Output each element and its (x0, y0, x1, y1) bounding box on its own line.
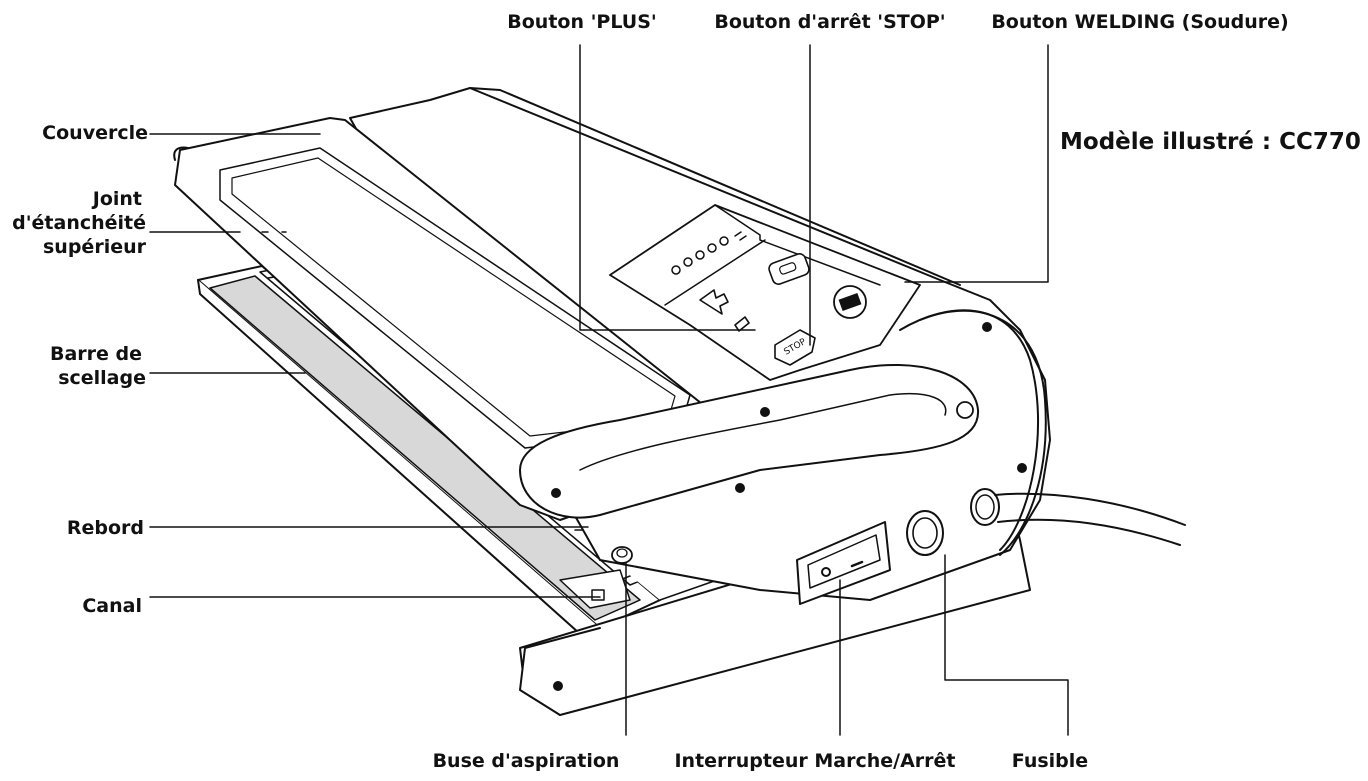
stop-button-label: Bouton d'arrêt 'STOP' (714, 11, 946, 33)
indicator-leds (671, 231, 747, 275)
upper-seal-label-line2: d'étanchéité (12, 212, 146, 234)
power-cord (970, 488, 1186, 546)
sealing-bar-label-line2: scellage (58, 367, 146, 389)
suction-nozzle (611, 546, 633, 564)
upper-seal-label-line1: Joint (92, 188, 142, 210)
plus-button-label: Bouton 'PLUS' (507, 11, 657, 33)
lid-handle[interactable] (519, 363, 980, 519)
sealing-bar (209, 275, 641, 621)
fuse-label: Fusible (1011, 750, 1089, 772)
suction-nozzle-label: Buse d'aspiration (432, 750, 620, 772)
leader-welding (904, 44, 1049, 283)
plus-button-icon (699, 289, 729, 315)
welding-button[interactable] (833, 285, 867, 319)
stop-button[interactable]: STOP (774, 329, 816, 366)
upper-seal-label-line3: supérieur (43, 236, 146, 258)
power-switch[interactable] (796, 521, 891, 605)
control-panel: STOP (609, 204, 921, 381)
sealing-bar-label-line1: Barre de (49, 343, 142, 365)
cancel-button[interactable] (767, 252, 810, 286)
leader-fuse (944, 554, 1069, 736)
rim-label: Rebord (66, 517, 144, 539)
fuse-holder[interactable] (906, 510, 944, 556)
rear-housing (349, 87, 1051, 601)
minus-arrow-icon (734, 316, 750, 332)
lid-label: Couvercle (42, 122, 148, 144)
leader-plus (579, 44, 756, 331)
power-switch-label: Interrupteur Marche/Arrêt (674, 750, 956, 772)
housing-screws (553, 322, 1027, 691)
welding-button-label: Bouton WELDING (Soudure) (991, 11, 1289, 33)
leader-lines (149, 44, 1069, 736)
channel-label: Canal (82, 595, 142, 617)
model-label: Modèle illustré : CC770 (1060, 129, 1361, 155)
